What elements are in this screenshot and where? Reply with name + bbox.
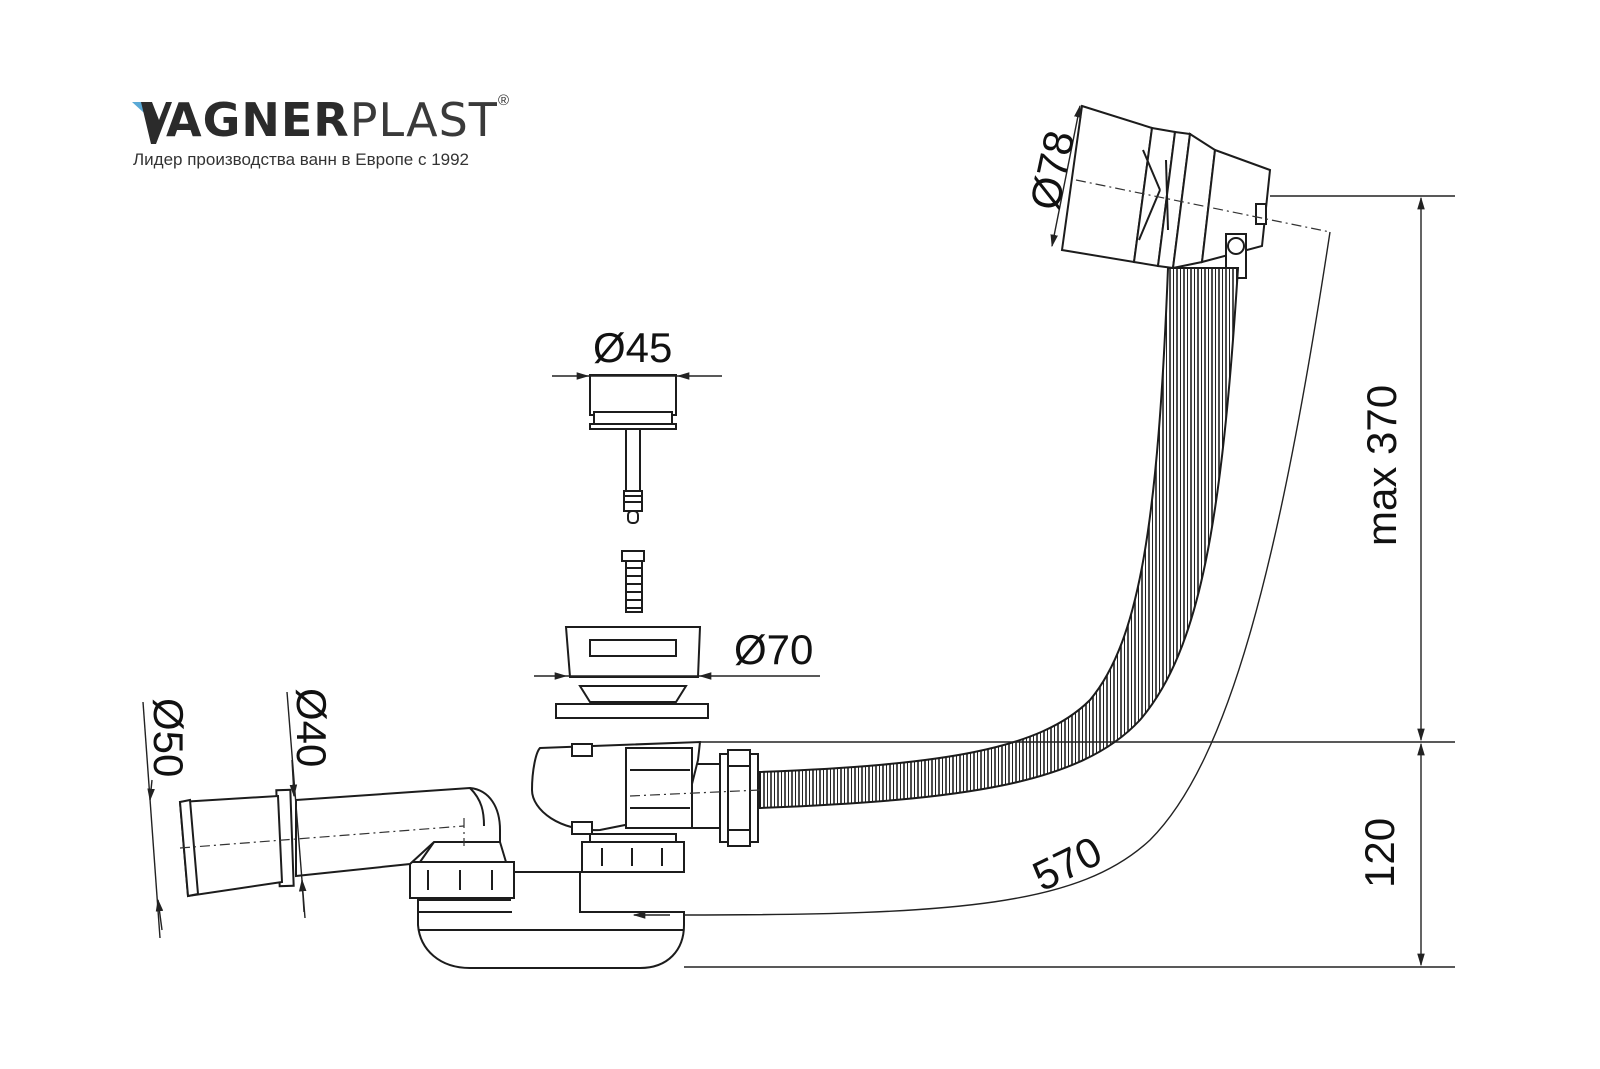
brand-name-light: PLAST (349, 93, 498, 147)
logo-v-mark-icon (132, 102, 172, 144)
outlet-pipe (178, 794, 284, 898)
drain-strainer (555, 626, 709, 719)
plug-head (589, 374, 677, 430)
overflow-cap (1060, 104, 1272, 270)
outlet-elbow (295, 786, 501, 878)
brand-logo: AGNERPLAST ® Лидер производства ванн в Е… (132, 92, 552, 182)
threaded-screw (621, 550, 645, 613)
plug-stem (623, 428, 643, 524)
lower-nut (581, 833, 685, 873)
siphon-body (530, 740, 702, 835)
label-drain-diameter: Ø70 (734, 626, 813, 673)
label-outlet-outer-diameter: Ø50 (145, 698, 192, 777)
corrugated-hose (759, 267, 1240, 810)
brand-tagline: Лидер производства ванн в Европе с 1992 (133, 150, 470, 169)
hose-coupling (689, 749, 759, 847)
registered-mark: ® (498, 92, 510, 109)
label-pipe-length: 570 (1025, 827, 1109, 900)
brand-name: AGNERPLAST (132, 92, 498, 148)
label-height-base: 120 (1356, 818, 1403, 888)
brand-name-bold: AGNER (166, 93, 350, 147)
label-outlet-inner-diameter: Ø40 (288, 688, 335, 767)
outlet-nut (409, 841, 515, 899)
label-height-max: max 370 (1358, 385, 1405, 546)
label-plug-diameter: Ø45 (593, 324, 672, 371)
trap-bowl (417, 871, 685, 969)
